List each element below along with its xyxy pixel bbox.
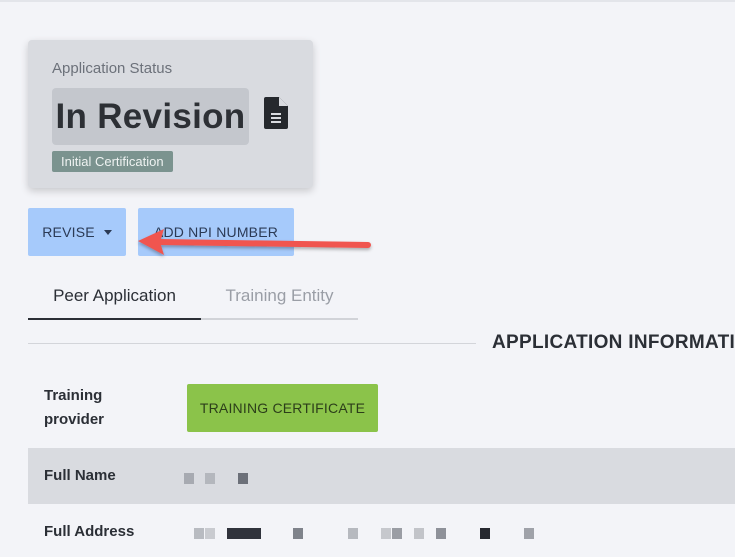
full-name-label: Full Name [44, 467, 116, 484]
top-border [0, 0, 735, 2]
redacted-address-block [381, 528, 391, 539]
status-pill: In Revision [52, 88, 249, 145]
application-status-card: Application Status In Revision Initial C… [28, 40, 313, 188]
redacted-address-block [480, 528, 490, 539]
section-header: APPLICATION INFORMATION [0, 320, 735, 360]
section-title: APPLICATION INFORMATION [492, 332, 735, 353]
redacted-address-block [436, 528, 446, 539]
caret-down-icon [103, 229, 112, 235]
redacted-name-block [205, 473, 215, 484]
redacted-address-block [524, 528, 534, 539]
redacted-address-block [293, 528, 303, 539]
certification-type-badge: Initial Certification [52, 151, 173, 172]
section-divider [28, 343, 476, 344]
revise-button-label: REVISE [42, 224, 95, 240]
training-certificate-button[interactable]: TRAINING CERTIFICATE [187, 384, 378, 432]
full-name-row [28, 448, 735, 504]
redacted-address-block [205, 528, 215, 539]
add-npi-button-label: ADD NPI NUMBER [153, 224, 279, 240]
status-value: In Revision [55, 96, 246, 136]
training-certificate-label: TRAINING CERTIFICATE [199, 400, 366, 416]
revise-dropdown-button[interactable]: REVISE [28, 208, 126, 256]
annotation-arrow-icon [138, 229, 371, 255]
tab-peer-application[interactable]: Peer Application [28, 278, 201, 320]
redacted-address-block [392, 528, 402, 539]
training-provider-label: Training provider [44, 387, 105, 428]
redacted-name-block [238, 473, 248, 484]
redacted-address-block [348, 528, 358, 539]
full-address-label: Full Address [44, 523, 135, 540]
redacted-address-block [194, 528, 204, 539]
application-tabs: Peer Application Training Entity [28, 278, 358, 320]
add-npi-number-button[interactable]: ADD NPI NUMBER [138, 208, 294, 256]
tab-training-entity[interactable]: Training Entity [201, 278, 358, 320]
redacted-address-block [227, 528, 261, 539]
application-status-label: Application Status [52, 60, 173, 77]
redacted-name-block [184, 473, 194, 484]
redacted-address-block [414, 528, 424, 539]
document-icon[interactable] [264, 97, 288, 129]
